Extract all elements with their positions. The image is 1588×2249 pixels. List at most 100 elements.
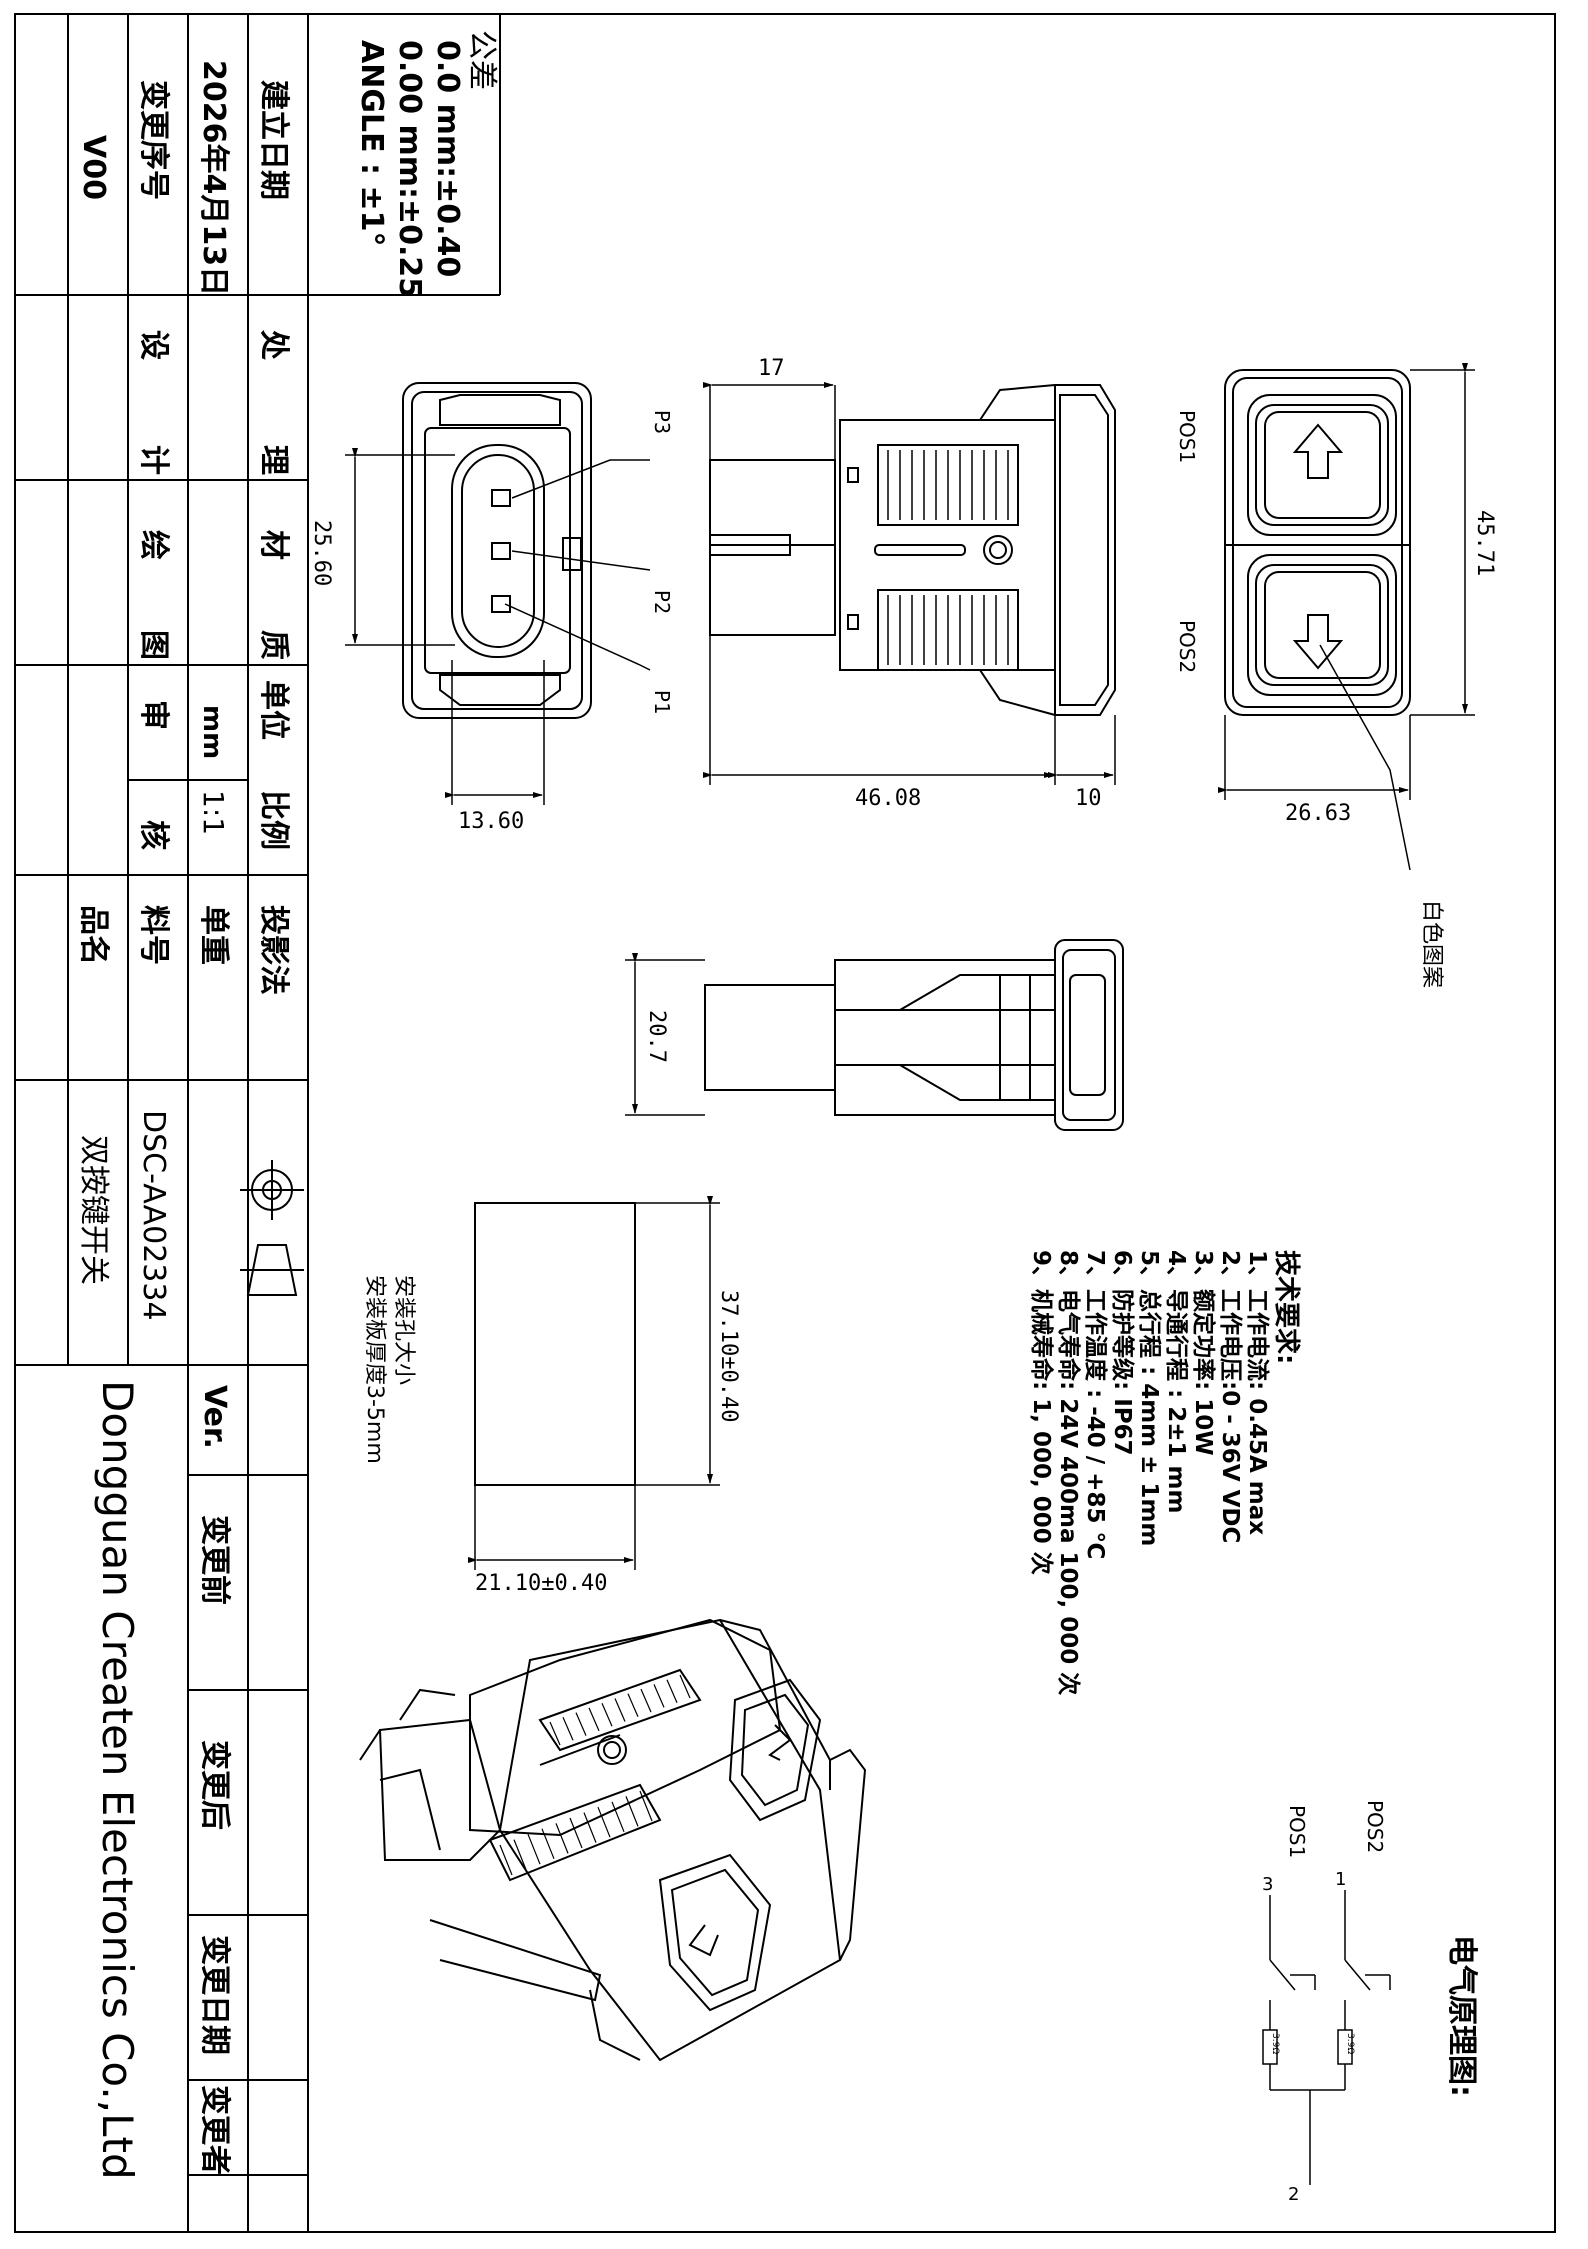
tech-item: 5、总行程 : 4mm ± 1mm (1136, 1250, 1163, 1546)
change-date-label: 变更日期 (197, 1935, 232, 2055)
schematic-pin1: 1 (1335, 1869, 1346, 1890)
vent-slat (555, 1823, 569, 1854)
process-label2: 理 (256, 445, 291, 475)
connector-dims (345, 448, 545, 805)
tech-title: 技术要求: (1271, 1250, 1301, 1364)
tech-item: 7、工作温度 : -40 / +85 ℃ (1082, 1250, 1109, 1559)
review-label2-wrap: 核 (136, 820, 171, 850)
side-bezel-dim: 10 (1075, 786, 1102, 811)
front-view-dims (1218, 363, 1475, 800)
vent-slat (679, 1674, 691, 1699)
schematic-title: 电气原理图: (1444, 1935, 1479, 2097)
pos2-label-wrap: POS2 (1175, 620, 1199, 673)
tech-item: 8、电气寿命: 24V 400ma 100, 000 次 (1055, 1250, 1082, 1695)
part-no-label: 料号 (136, 905, 171, 965)
schematic-r2-wrap: 3.9Ω (1270, 2033, 1280, 2054)
before-change-wrap: 变更前 (197, 1515, 232, 1605)
connector-view (402, 382, 592, 719)
tolerance-title: 公差 (464, 30, 499, 90)
tolerance-line2-wrap: 0.00 mm:±0.25 (392, 40, 427, 298)
drawing-label2-wrap: 图 (136, 630, 171, 660)
company-wrap: Dongguan Createn Electronics Co.,Ltd (93, 1380, 142, 2180)
cutout-note-thickness: 安装板厚度3-5mm (362, 1275, 387, 1464)
company-name: Dongguan Createn Electronics Co.,Ltd (93, 1380, 142, 2180)
material-label2: 质 (256, 630, 291, 660)
sheet-border (14, 13, 1556, 2233)
drawing-label: 绘 (136, 530, 171, 560)
schematic-pos1-wrap: POS1 (1285, 1805, 1309, 1858)
scale-label-wrap: 比例 (256, 790, 291, 850)
created-date-label: 建立日期 (256, 80, 291, 200)
vent-slat (666, 1679, 678, 1703)
part-no-label-wrap: 料号 (136, 905, 171, 965)
side-view-dims (703, 382, 1116, 785)
p1-wrap: P1 (650, 690, 674, 714)
cutout-view (474, 1202, 636, 1486)
design-label-wrap: 设 (136, 330, 171, 360)
tolerance-line3: ANGLE : ±1° (354, 40, 389, 246)
cutout-note2-wrap: 安装板厚度3-5mm (362, 1275, 387, 1464)
unit-wrap: mm (197, 705, 227, 759)
pos2-label: POS2 (1175, 620, 1199, 673)
cutout-width-dim: 21.10±0.40 (475, 1571, 607, 1596)
tolerance-line3-wrap: ANGLE : ±1° (354, 40, 389, 246)
review-label: 审 (136, 700, 171, 730)
vent-slat (499, 1844, 513, 1876)
vent-slat (569, 1817, 583, 1849)
pin-p1-label: P1 (650, 690, 674, 714)
conn-height-dim-wrap: 25.60 (309, 520, 334, 586)
schematic-pin3: 3 (1262, 1874, 1273, 1895)
vent-slat (653, 1684, 665, 1708)
change-no-label: 变更序号 (136, 80, 171, 200)
schematic-pin2: 2 (1288, 2184, 1299, 2205)
product-name-wrap: 双按键开关 (76, 1135, 111, 1285)
material-label-wrap: 材 (256, 530, 291, 560)
vent-slat (601, 1702, 613, 1727)
pin-p3-label: P3 (650, 410, 674, 434)
unit-value: mm (197, 705, 227, 759)
pin-p2-label: P2 (650, 590, 674, 614)
design-label2: 计 (136, 445, 171, 475)
tech-item-wrap: 5、总行程 : 4mm ± 1mm (1136, 1250, 1163, 1546)
front-height-dim-wrap: 45.71 (1472, 510, 1497, 576)
tech-item: 4、导通行程 : 2±1 mm (1163, 1250, 1190, 1513)
schematic-title-wrap: 电气原理图: (1444, 1935, 1479, 2097)
created-date-wrap: 2026年4月13日 (196, 60, 231, 296)
vent-slat (614, 1698, 626, 1722)
callout-wrap: 白色图案 (1419, 900, 1444, 988)
pos1-label-wrap: POS1 (1175, 410, 1199, 463)
change-date-wrap: 变更日期 (197, 1935, 232, 2055)
scale-wrap: 1:1 (197, 790, 230, 835)
vent-slat (549, 1721, 561, 1746)
cutout-height-dim-wrap: 37.10±0.40 (716, 1290, 741, 1422)
projection-label-wrap: 投影法 (256, 905, 291, 995)
side-length-dim: 46.08 (855, 786, 921, 811)
tolerance-line1-wrap: 0.0 mm:±0.40 (430, 40, 465, 277)
iso-vents (499, 1674, 691, 1876)
after-change-wrap: 变更后 (197, 1740, 232, 1830)
vent-slat (588, 1707, 600, 1732)
cutout-height-dim: 37.10±0.40 (716, 1290, 741, 1422)
bottom-height-dim: 20.7 (644, 1010, 669, 1063)
vent-slat (597, 1806, 611, 1838)
tech-item: 2、工作电压:0 - 36V VDC (1217, 1250, 1243, 1543)
tech-item-wrap: 7、工作温度 : -40 / +85 ℃ (1082, 1250, 1109, 1559)
material-label2-wrap: 质 (256, 630, 291, 660)
vent-slat (575, 1712, 587, 1736)
vent-slat (562, 1717, 574, 1741)
tech-item: 1、工作电流: 0.45A max (1244, 1250, 1271, 1535)
pos1-label: POS1 (1175, 410, 1199, 463)
review-label-wrap: 审 (136, 700, 171, 730)
vent-slat (627, 1693, 639, 1718)
weight-label: 单重 (196, 905, 231, 965)
schematic (1262, 1890, 1391, 2185)
part-no: DSC-AA02334 (136, 1110, 171, 1321)
tech-item-wrap: 9、机械寿命: 1, 000, 000 次 (1028, 1250, 1055, 1575)
connector-callouts (504, 459, 651, 671)
design-label2-wrap: 计 (136, 445, 171, 475)
material-label: 材 (256, 530, 291, 560)
part-no-wrap: DSC-AA02334 (136, 1110, 171, 1321)
design-label: 设 (136, 330, 171, 360)
product-label-wrap: 品名 (76, 905, 111, 965)
